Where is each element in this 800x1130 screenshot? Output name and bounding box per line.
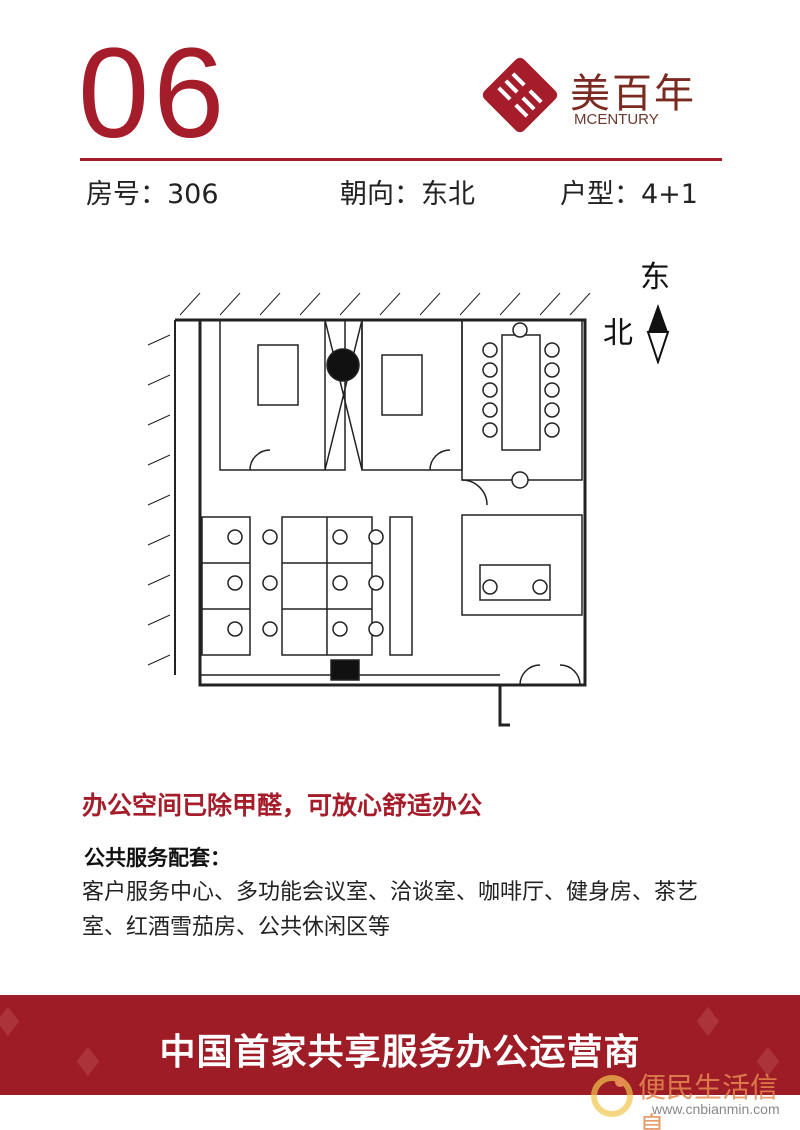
pattern-icon: ♦ xyxy=(750,1040,786,1086)
footer-banner: ♦ ♦ ♦ ♦ 中国首家共享服务办公运营商 xyxy=(0,995,800,1095)
services-list: 客户服务中心、多功能会议室、洽谈室、咖啡厅、健身房、茶艺室、红酒雪茄房、公共休闲… xyxy=(82,880,699,940)
watermark-text: 便民生活信息 xyxy=(638,1071,779,1130)
watermark-url: www.cnbianmin.com xyxy=(652,1101,780,1117)
room-number: 房号：306 xyxy=(86,179,219,210)
floor-plan xyxy=(147,292,591,727)
compass-east: 东 xyxy=(640,260,670,295)
watermark-logo-icon xyxy=(591,1075,633,1117)
pattern-icon: ♦ xyxy=(70,1040,106,1086)
banner-slogan: 中国首家共享服务办公运营商 xyxy=(159,1032,641,1073)
services-title: 公共服务配套： xyxy=(84,846,231,870)
compass-arrow-icon xyxy=(646,304,670,364)
unit-type: 户型：4+1 xyxy=(560,179,698,210)
watermark: 便民生活信息 www.cnbianmin.com xyxy=(590,1066,800,1130)
brand-logo: 美百年 MCENTURY xyxy=(480,55,720,135)
unit-number: 06 xyxy=(78,22,229,165)
brand-name-cn: 美百年 xyxy=(570,71,696,117)
logo-mark-icon xyxy=(482,57,558,133)
compass-north: 北 xyxy=(603,316,633,351)
divider xyxy=(80,158,722,161)
pattern-icon: ♦ xyxy=(0,1000,26,1046)
pattern-icon: ♦ xyxy=(690,1000,726,1046)
headline: 办公空间已除甲醛，可放心舒适办公 xyxy=(82,791,483,820)
brand-name-en: MCENTURY xyxy=(574,111,659,128)
orientation: 朝向：东北 xyxy=(340,179,475,210)
